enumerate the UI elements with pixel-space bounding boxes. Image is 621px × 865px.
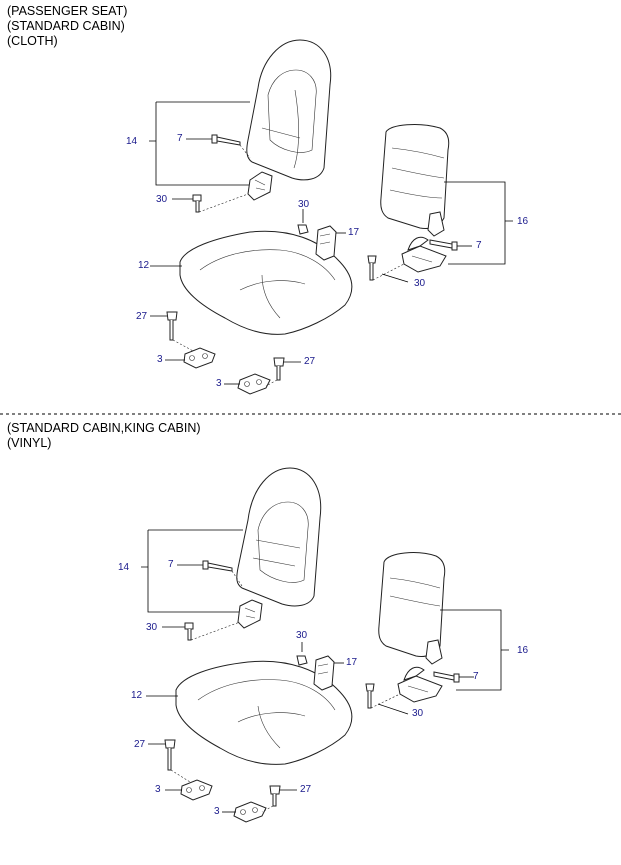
callout-30: 30 bbox=[414, 278, 426, 289]
seat-cushion-part bbox=[179, 230, 353, 335]
callout-7: 7 bbox=[473, 671, 479, 682]
callout-3: 3 bbox=[157, 354, 163, 365]
callout-7: 7 bbox=[476, 240, 482, 251]
callout-16: 16 bbox=[517, 216, 529, 227]
section2-title-line1: (STANDARD CABIN,KING CABIN) bbox=[7, 421, 201, 435]
section2-drawing bbox=[141, 467, 509, 823]
seat-back-part-vinyl bbox=[236, 467, 322, 607]
callout-30: 30 bbox=[296, 630, 308, 641]
section1-drawing bbox=[149, 39, 513, 395]
section1-title-line1: (PASSENGER SEAT) bbox=[7, 4, 128, 18]
section1-title-line2: (STANDARD CABIN) bbox=[7, 19, 125, 33]
callout-12: 12 bbox=[138, 260, 150, 271]
section2-title-line2: (VINYL) bbox=[7, 436, 52, 450]
callout-27: 27 bbox=[300, 784, 312, 795]
callout-30: 30 bbox=[146, 622, 158, 633]
callout-3: 3 bbox=[216, 378, 222, 389]
callout-17: 17 bbox=[346, 657, 358, 668]
callout-14: 14 bbox=[126, 136, 138, 147]
callout-30: 30 bbox=[412, 708, 424, 719]
section1-title-line3: (CLOTH) bbox=[7, 34, 58, 48]
callout-27: 27 bbox=[134, 739, 146, 750]
callout-12: 12 bbox=[131, 690, 143, 701]
seat-back-part bbox=[246, 39, 332, 181]
folding-seat-back-part bbox=[380, 124, 450, 229]
callout-16: 16 bbox=[517, 645, 529, 656]
callout-30: 30 bbox=[156, 194, 168, 205]
callout-3: 3 bbox=[214, 806, 220, 817]
callout-30: 30 bbox=[298, 199, 310, 210]
callout-14: 14 bbox=[118, 562, 130, 573]
callout-27: 27 bbox=[136, 311, 148, 322]
callout-17: 17 bbox=[348, 227, 360, 238]
callout-7: 7 bbox=[168, 559, 174, 570]
callout-27: 27 bbox=[304, 356, 316, 367]
callout-7: 7 bbox=[177, 133, 183, 144]
callout-3: 3 bbox=[155, 784, 161, 795]
